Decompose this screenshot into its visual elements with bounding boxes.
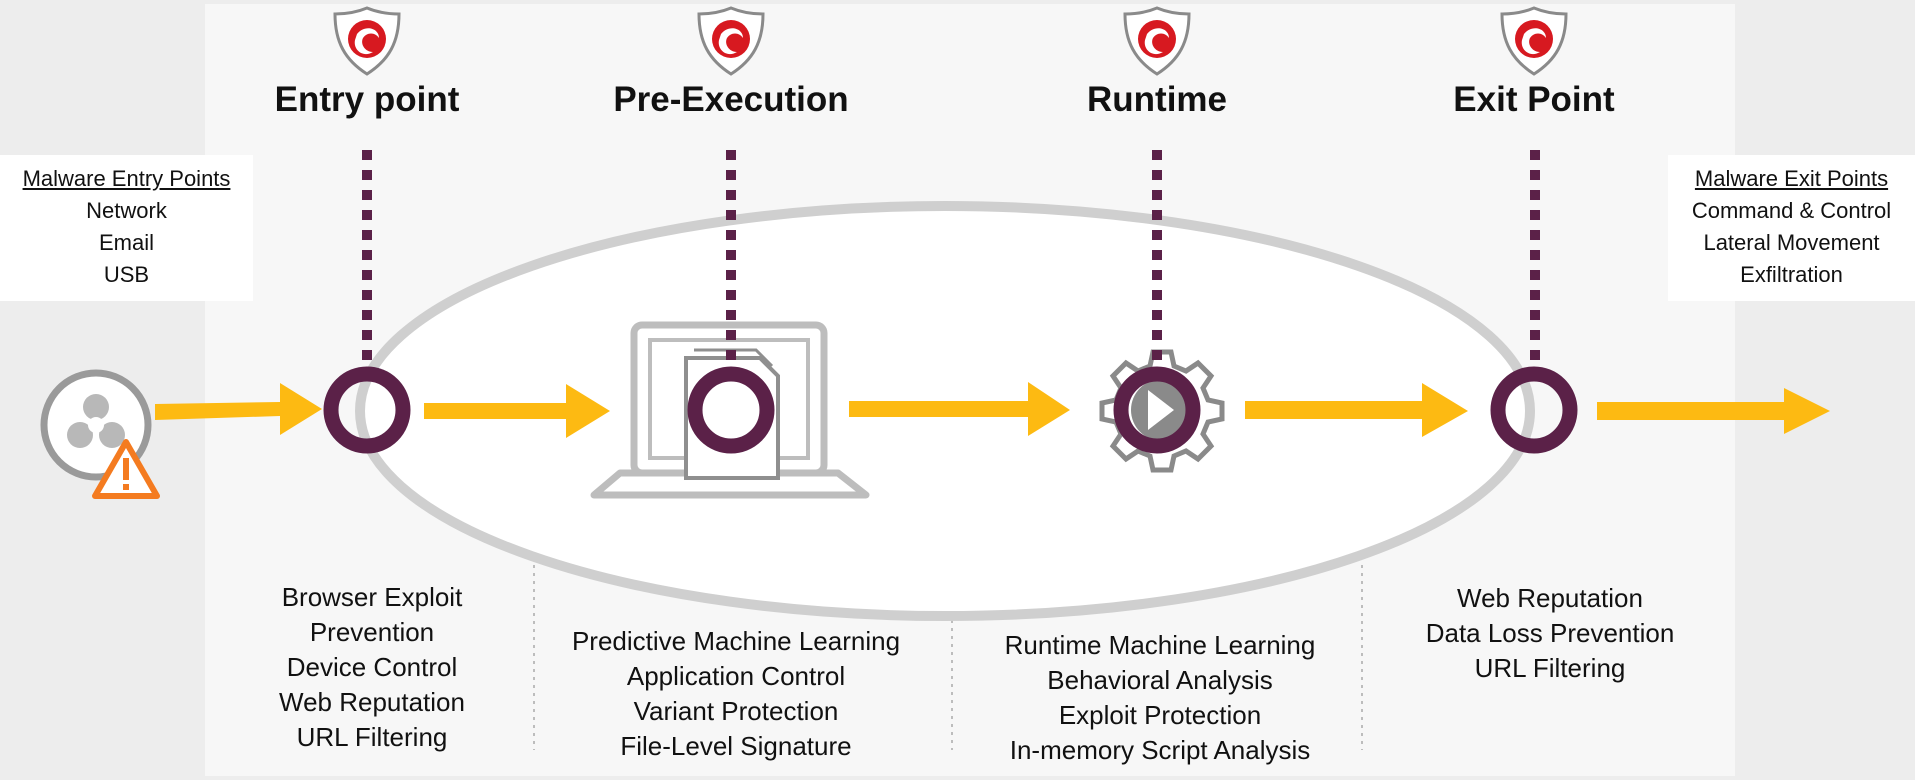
- feature-item: Predictive Machine Learning: [571, 626, 901, 656]
- entry-box-item: Email: [98, 230, 154, 255]
- play-icon: [1148, 390, 1174, 430]
- stage-title-runtime: Runtime: [1087, 80, 1227, 119]
- stage-title-entry: Entry point: [274, 80, 460, 119]
- arrow-2: [424, 384, 610, 438]
- runtime-feature-list: Runtime Machine Learning Behavioral Anal…: [980, 628, 1340, 768]
- feature-item: Exploit Protection: [1058, 700, 1262, 730]
- stage-title-pre-execution: Pre-Execution: [613, 80, 849, 119]
- exit-box-item: Command & Control: [1691, 198, 1892, 223]
- arrow-3: [849, 382, 1070, 436]
- warning-icon: [92, 439, 160, 499]
- feature-item: Device Control: [286, 652, 458, 682]
- feature-item: URL Filtering: [1474, 653, 1626, 683]
- arrow-5: [1597, 388, 1830, 434]
- entry-box-item: Network: [86, 198, 167, 223]
- malware-exit-box: Malware Exit Points Command & Control La…: [1668, 155, 1915, 301]
- feature-item: In-memory Script Analysis: [1009, 735, 1311, 765]
- flow-arrows: [155, 382, 1830, 438]
- exit-box-item: Lateral Movement: [1703, 230, 1880, 255]
- shield-icon: [1500, 6, 1568, 76]
- feature-item: File-Level Signature: [620, 731, 852, 761]
- exit-box-heading: Malware Exit Points: [1694, 166, 1889, 191]
- exit-box-item: Exfiltration: [1740, 262, 1843, 287]
- arrow-1: [155, 383, 322, 435]
- feature-item: Browser Exploit: [281, 582, 463, 612]
- feature-item: Behavioral Analysis: [1047, 665, 1273, 695]
- entry-box-heading: Malware Entry Points: [22, 166, 231, 191]
- malware-entry-box: Malware Entry Points Network Email USB: [0, 155, 253, 301]
- pre-execution-feature-list: Predictive Machine Learning Application …: [556, 624, 916, 764]
- shield-icon: [697, 6, 765, 76]
- exit-feature-list: Web Reputation Data Loss Prevention URL …: [1400, 581, 1700, 686]
- feature-item: Application Control: [626, 661, 846, 691]
- feature-item: Variant Protection: [633, 696, 839, 726]
- arrow-4: [1245, 383, 1468, 437]
- feature-item: URL Filtering: [296, 722, 448, 752]
- entry-box-item: USB: [103, 262, 150, 287]
- feature-item: Web Reputation: [279, 687, 465, 717]
- runtime-node: [1113, 366, 1201, 454]
- feature-item: Web Reputation: [1457, 583, 1643, 613]
- entry-node: [323, 366, 411, 454]
- shield-icon: [333, 6, 401, 76]
- shield-icon: [1123, 6, 1191, 76]
- exit-node: [1490, 366, 1578, 454]
- entry-feature-list: Browser Exploit Prevention Device Contro…: [232, 580, 512, 755]
- stage-title-exit: Exit Point: [1453, 80, 1615, 119]
- feature-item: Runtime Machine Learning: [1004, 630, 1316, 660]
- feature-item: Prevention: [309, 617, 435, 647]
- feature-item: Data Loss Prevention: [1425, 618, 1675, 648]
- pre-execution-node: [687, 366, 775, 454]
